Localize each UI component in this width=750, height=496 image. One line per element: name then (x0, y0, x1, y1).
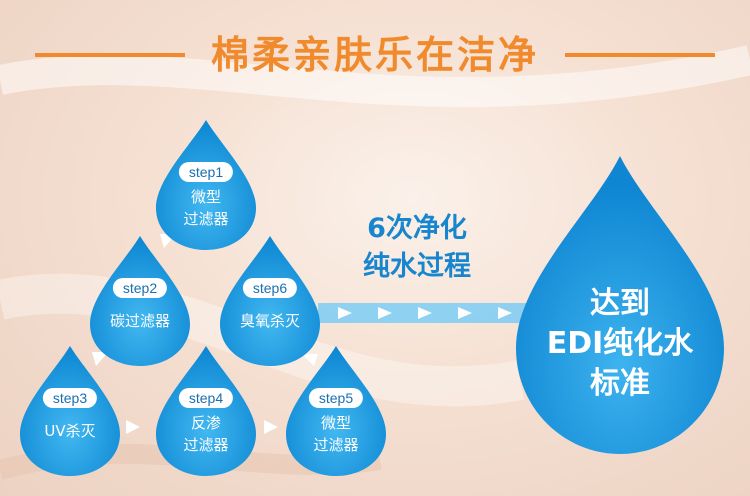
step-drop-6: step6 臭氧杀灭 (214, 232, 326, 368)
water-drop-icon (220, 236, 320, 366)
title-bar: 棉柔亲肤乐在洁净 (0, 30, 750, 80)
title-line-right (565, 53, 715, 57)
result-line1: 达到 (590, 286, 650, 321)
result-text: 达到 EDI纯化水 标准 (508, 284, 732, 404)
arrow-step3-step4 (126, 420, 140, 434)
flow-band (318, 303, 534, 323)
step-text: UV杀灭 (44, 422, 96, 440)
step-drop-1: step1 微型过滤器 (150, 116, 262, 252)
process-label: 6次净化 纯水过程 (352, 210, 482, 286)
step-text: 微型过滤器 (183, 188, 229, 228)
step-label: step3 (42, 388, 98, 408)
step-text: 碳过滤器 (109, 312, 170, 330)
step-drop-4: step4 反渗过滤器 (150, 342, 262, 478)
step-label: step5 (308, 388, 364, 408)
water-drop-icon (90, 236, 190, 366)
step-label: step4 (178, 388, 234, 408)
step-text: 臭氧杀灭 (239, 312, 300, 330)
result-line2: EDI纯化水 (546, 326, 694, 361)
arrow-step2-step3 (92, 352, 108, 366)
step-label: step6 (242, 278, 298, 298)
arrow-step5-step6 (302, 354, 318, 366)
step-drop-3: step3 UV杀灭 (14, 342, 126, 478)
step-drop-2: step2 碳过滤器 (84, 232, 196, 368)
water-drop-icon (20, 346, 120, 476)
title-line-left (34, 53, 185, 57)
arrow-step4-step5 (264, 420, 278, 434)
step-label: step2 (112, 278, 168, 298)
result-line3: 标准 (590, 366, 650, 401)
water-drop-icon (156, 346, 256, 476)
process-label-line1: 6次净化 (367, 213, 467, 244)
water-drop-icon (286, 346, 386, 476)
step-label: step1 (178, 162, 234, 182)
step-text: 反渗过滤器 (183, 414, 229, 454)
step-text: 微型过滤器 (313, 414, 359, 454)
result-drop-icon (516, 156, 724, 454)
water-drop-icon (156, 120, 256, 250)
step-drop-5: step5 微型过滤器 (280, 342, 392, 478)
page-title: 棉柔亲肤乐在洁净 (210, 33, 539, 77)
process-label-line2: 纯水过程 (363, 251, 471, 282)
